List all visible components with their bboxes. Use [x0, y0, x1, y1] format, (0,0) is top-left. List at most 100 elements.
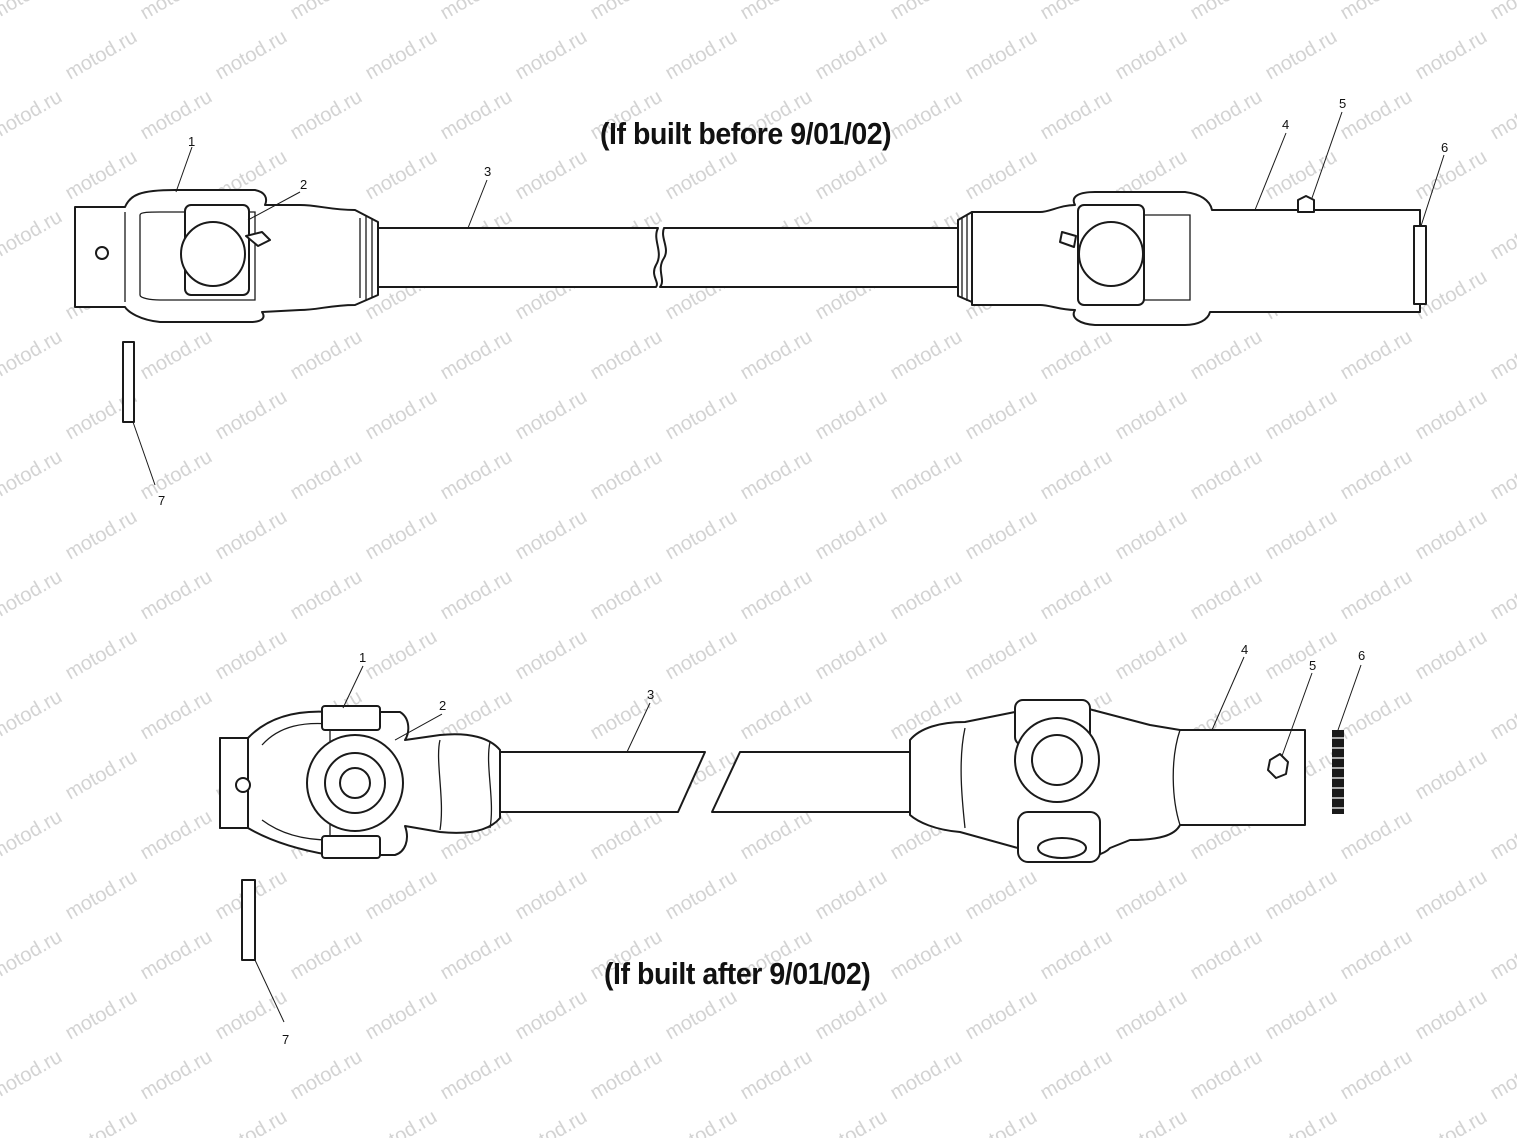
- watermark-text: motod.ru: [1487, 806, 1517, 865]
- watermark-text: motod.ru: [437, 446, 516, 505]
- watermark-text: motod.ru: [662, 986, 741, 1045]
- watermark-text: motod.ru: [962, 626, 1041, 685]
- watermark-text: motod.ru: [287, 926, 366, 985]
- watermark-text: motod.ru: [1112, 1106, 1191, 1138]
- watermark-text: motod.ru: [1112, 26, 1191, 85]
- watermark-text: motod.ru: [887, 86, 966, 145]
- watermark-text: motod.ru: [1337, 326, 1416, 385]
- watermark-text: motod.ru: [137, 1046, 216, 1105]
- watermark-text: motod.ru: [1487, 566, 1517, 625]
- watermark-text: motod.ru: [1037, 0, 1116, 24]
- watermark-text: motod.ru: [887, 926, 966, 985]
- watermark-text: motod.ru: [137, 686, 216, 745]
- watermark-text: motod.ru: [737, 0, 816, 24]
- watermark-text: motod.ru: [512, 1106, 591, 1138]
- watermark-text: motod.ru: [1037, 926, 1116, 985]
- watermark-text: motod.ru: [737, 566, 816, 625]
- watermark-text: motod.ru: [1337, 86, 1416, 145]
- watermark-text: motod.ru: [1337, 0, 1416, 24]
- watermark-text: motod.ru: [812, 626, 891, 685]
- watermark-text: motod.ru: [812, 26, 891, 85]
- title-after: (If built after 9/01/02): [604, 956, 871, 991]
- watermark-text: motod.ru: [512, 386, 591, 445]
- watermark-text: motod.ru: [62, 866, 141, 925]
- watermark-text: motod.ru: [362, 26, 441, 85]
- watermark-text: motod.ru: [1262, 146, 1341, 205]
- seal-ring-after: [1332, 730, 1344, 814]
- watermark-text: motod.ru: [812, 386, 891, 445]
- watermark-text: motod.ru: [512, 146, 591, 205]
- watermark-text: motod.ru: [887, 1046, 966, 1105]
- watermark-text: motod.ru: [1112, 506, 1191, 565]
- watermark-text: motod.ru: [1112, 986, 1191, 1045]
- bearing-cap-right-before: [1078, 221, 1144, 287]
- callout-2-after: 2: [439, 698, 446, 713]
- watermark-text: motod.ru: [1187, 446, 1266, 505]
- pin-hole-before: [95, 246, 109, 260]
- watermark-text: motod.ru: [137, 86, 216, 145]
- watermark-text: motod.ru: [962, 1106, 1041, 1138]
- watermark-text: motod.ru: [1112, 386, 1191, 445]
- roll-pin-after: [241, 879, 256, 961]
- callout-2-before: 2: [300, 177, 307, 192]
- watermark-text: motod.ru: [1187, 566, 1266, 625]
- watermark-text: motod.ru: [0, 686, 66, 745]
- watermark-text: motod.ru: [1337, 566, 1416, 625]
- watermark-text: motod.ru: [1412, 986, 1491, 1045]
- watermark-text: motod.ru: [512, 626, 591, 685]
- watermark-text: motod.ru: [662, 146, 741, 205]
- watermark-text: motod.ru: [437, 326, 516, 385]
- watermark-text: motod.ru: [1112, 626, 1191, 685]
- callout-3-after: 3: [647, 687, 654, 702]
- watermark-text: motod.ru: [662, 626, 741, 685]
- watermark-text: motod.ru: [512, 986, 591, 1045]
- shaft-tube-before: [377, 227, 660, 288]
- watermark-text: motod.ru: [1262, 386, 1341, 445]
- grease-fitting-before: [1297, 195, 1315, 213]
- watermark-text: motod.ru: [212, 506, 291, 565]
- watermark-text: motod.ru: [1187, 0, 1266, 24]
- watermark-text: motod.ru: [1262, 26, 1341, 85]
- watermark-text: motod.ru: [212, 26, 291, 85]
- watermark-text: motod.ru: [137, 446, 216, 505]
- shaft-tube-after: [499, 751, 706, 813]
- watermark-text: motod.ru: [362, 506, 441, 565]
- watermark-text: motod.ru: [1487, 686, 1517, 745]
- watermark-text: motod.ru: [887, 326, 966, 385]
- watermark-text: motod.ru: [1337, 1046, 1416, 1105]
- watermark-text: motod.ru: [212, 386, 291, 445]
- watermark-text: motod.ru: [362, 626, 441, 685]
- watermark-text: motod.ru: [0, 326, 66, 385]
- watermark-text: motod.ru: [0, 86, 66, 145]
- watermark-text: motod.ru: [1187, 1046, 1266, 1105]
- watermark-text: motod.ru: [587, 446, 666, 505]
- watermark-text: motod.ru: [362, 146, 441, 205]
- roll-pin-before: [122, 341, 135, 423]
- watermark-text: motod.ru: [62, 26, 141, 85]
- watermark-text: motod.ru: [662, 866, 741, 925]
- watermark-text: motod.ru: [1262, 866, 1341, 925]
- watermark-text: motod.ru: [1037, 1046, 1116, 1105]
- slip-yoke-before: [971, 191, 1421, 326]
- watermark-text: motod.ru: [962, 986, 1041, 1045]
- watermark-text: motod.ru: [662, 26, 741, 85]
- watermark-text: motod.ru: [212, 986, 291, 1045]
- watermark-text: motod.ru: [887, 566, 966, 625]
- watermark-text: motod.ru: [1412, 626, 1491, 685]
- watermark-text: motod.ru: [962, 146, 1041, 205]
- watermark-text: motod.ru: [1037, 326, 1116, 385]
- watermark-text: motod.ru: [137, 806, 216, 865]
- watermark-text: motod.ru: [0, 566, 66, 625]
- callout-1-after: 1: [359, 650, 366, 665]
- watermark-text: motod.ru: [287, 0, 366, 24]
- watermark-text: motod.ru: [1037, 86, 1116, 145]
- watermark-text: motod.ru: [362, 986, 441, 1045]
- watermark-text: motod.ru: [137, 926, 216, 985]
- watermark-text: motod.ru: [62, 746, 141, 805]
- watermark-text: motod.ru: [1412, 506, 1491, 565]
- watermark-text: motod.ru: [512, 506, 591, 565]
- watermark-text: motod.ru: [962, 506, 1041, 565]
- watermark-text: motod.ru: [437, 86, 516, 145]
- watermark-text: motod.ru: [1187, 86, 1266, 145]
- watermark-text: motod.ru: [1262, 506, 1341, 565]
